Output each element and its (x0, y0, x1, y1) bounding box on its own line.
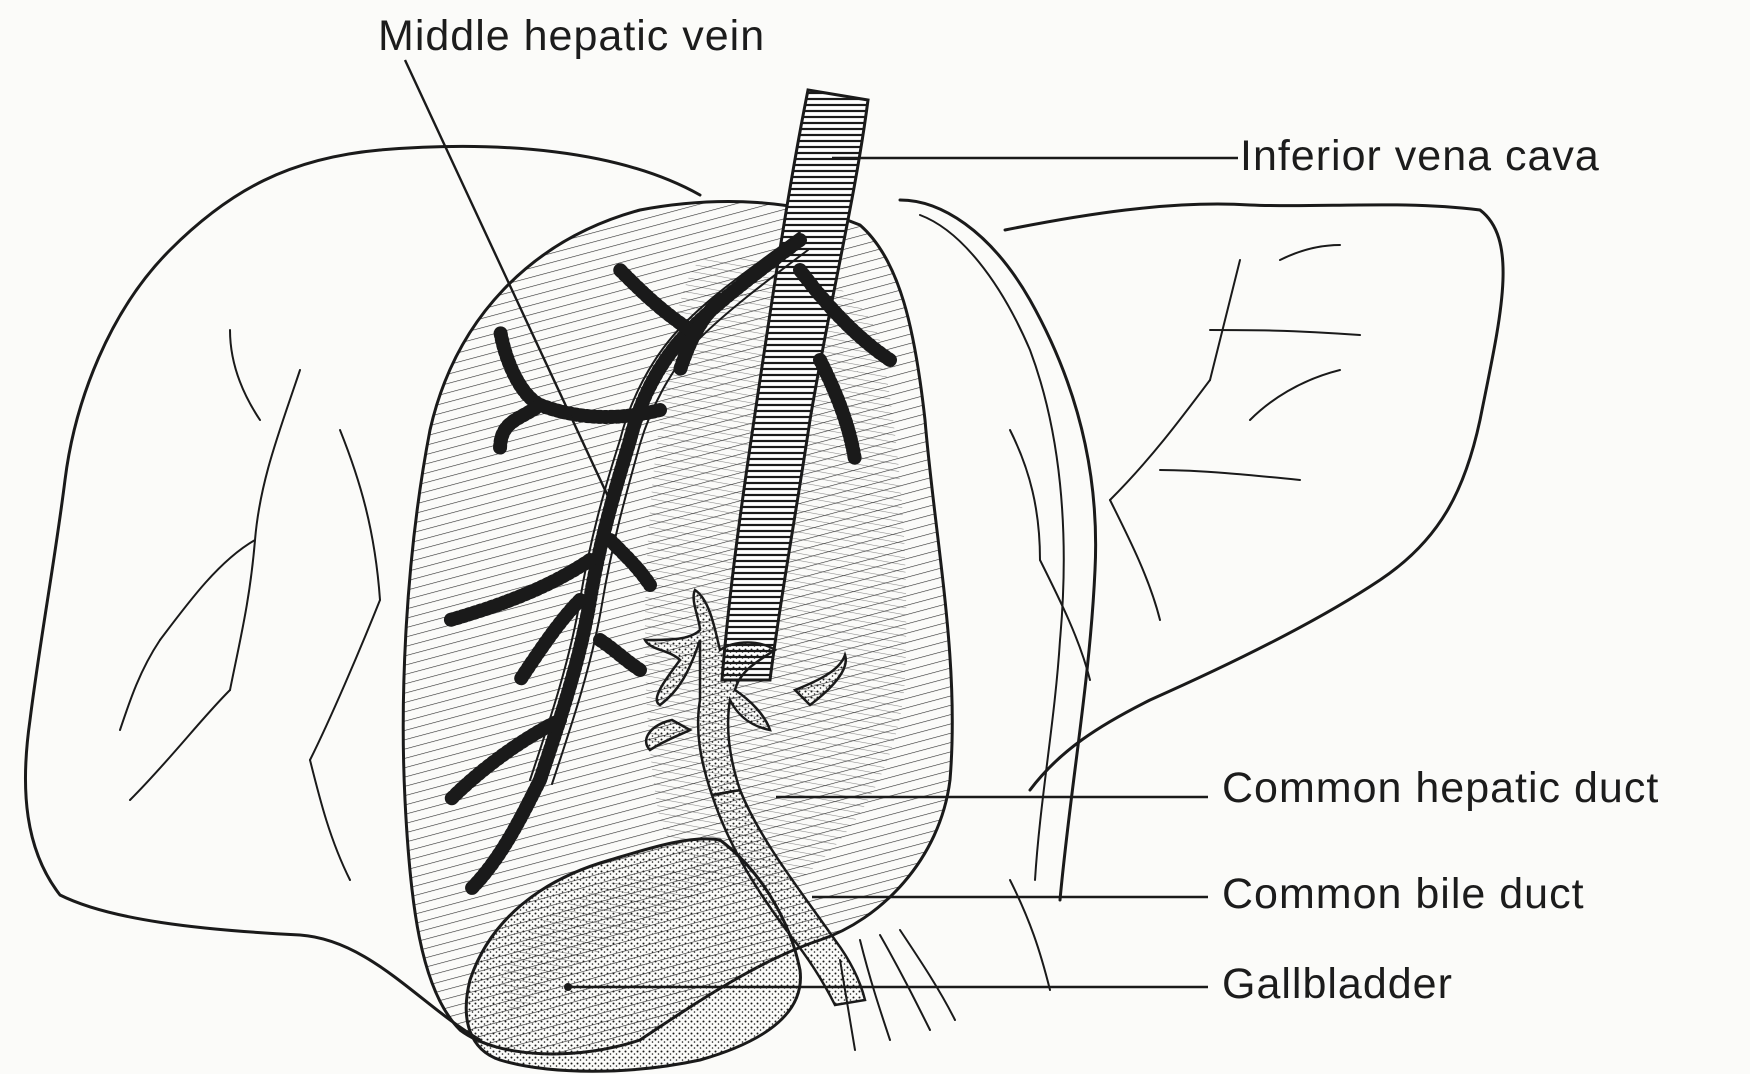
right-lobe-outline (1005, 204, 1503, 790)
label-gallbladder: Gallbladder (1222, 960, 1453, 1008)
label-inferior-vena-cava: Inferior vena cava (1240, 132, 1600, 180)
label-common-bile-duct: Common bile duct (1222, 870, 1585, 918)
label-common-hepatic-duct: Common hepatic duct (1222, 764, 1659, 812)
left-lobe-veins (120, 330, 380, 880)
label-middle-hepatic-vein: Middle hepatic vein (378, 12, 765, 60)
